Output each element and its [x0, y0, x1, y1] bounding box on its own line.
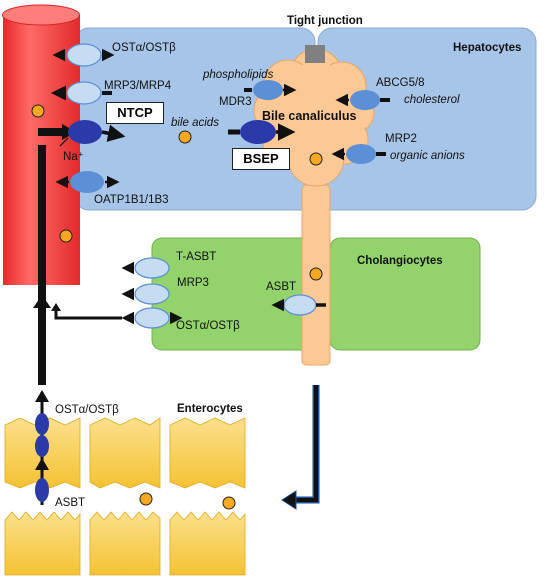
ost-chol-label: OSTα/OSTβ [176, 320, 240, 332]
mdr3-label: MDR3 [219, 96, 252, 108]
mrp34-transporter-icon [66, 81, 102, 105]
canalicular-transporters [228, 80, 390, 164]
bsep-transporter-icon [240, 120, 276, 144]
bsep-label: BSEP [232, 148, 290, 170]
bile-duct-exit-arrow [281, 385, 320, 510]
bile-acid-molecules [31, 104, 323, 510]
sodium-label: Na⁺ [63, 151, 84, 163]
ent-asbt-transporter-icon [35, 478, 49, 502]
ntcp-label: NTCP [106, 102, 164, 124]
enterocyte-to-vessel-arrowhead [33, 295, 51, 308]
cholehepatic-arrowhead [51, 303, 61, 311]
ost-chol-transporter-icon [134, 307, 170, 329]
asbt-ent-label: ASBT [55, 497, 86, 509]
oatp-label: OATP1B1/1B3 [94, 194, 169, 206]
organic-anions-label: organic anions [390, 150, 465, 162]
cholesterol-label: cholesterol [404, 94, 460, 106]
phospholipids-label: phospholipids [203, 69, 274, 81]
ntcp-entry-elbow [38, 128, 66, 136]
tasbt-transporter-icon [134, 257, 170, 279]
ent-ost-transporter-icon [35, 413, 49, 435]
mrp34-label: MRP3/MRP4 [104, 80, 172, 92]
tight-junction-marker [305, 45, 325, 63]
mrp3-chol-label: MRP3 [177, 277, 209, 289]
mdr3-transporter-icon [253, 80, 283, 100]
cholehepatic-return-path [54, 308, 122, 320]
mrp3-chol-transporter-icon [134, 283, 170, 305]
enterocyte-transport [35, 390, 49, 505]
hep-basolateral-transporters [51, 43, 126, 193]
mrp2-label: MRP2 [385, 133, 417, 145]
cholangiocyte-transporters [121, 257, 326, 329]
abcg-label: ABCG5/8 [376, 77, 425, 89]
enterocyte-row-bottom [4, 511, 246, 576]
abcg-transporter-icon [350, 90, 380, 110]
tight-junction-label: Tight junction [287, 15, 363, 27]
ntcp-transporter-icon [68, 120, 102, 144]
bile-canaliculus-label: Bile canaliculus [262, 109, 357, 123]
ost-ent-label: OSTα/OSTβ [55, 404, 119, 416]
mrp2-transporter-icon [346, 144, 376, 164]
tasbt-label: T-ASBT [176, 251, 217, 263]
oatp-transporter-icon [70, 171, 104, 193]
hepatocytes-label: Hepatocytes [453, 42, 522, 54]
enterocytes-label: Enterocytes [177, 403, 243, 415]
bile-acids-label: bile acids [171, 117, 219, 129]
ost-hep-label: OSTα/OSTβ [112, 42, 176, 54]
asbt-chol-label: ASBT [266, 281, 297, 293]
asbt-chol-transporter-icon [283, 294, 317, 316]
enterocyte-row-top [4, 417, 246, 489]
ost-hep-transporter-icon [66, 43, 102, 67]
cholangiocytes-label: Cholangiocytes [357, 255, 443, 267]
